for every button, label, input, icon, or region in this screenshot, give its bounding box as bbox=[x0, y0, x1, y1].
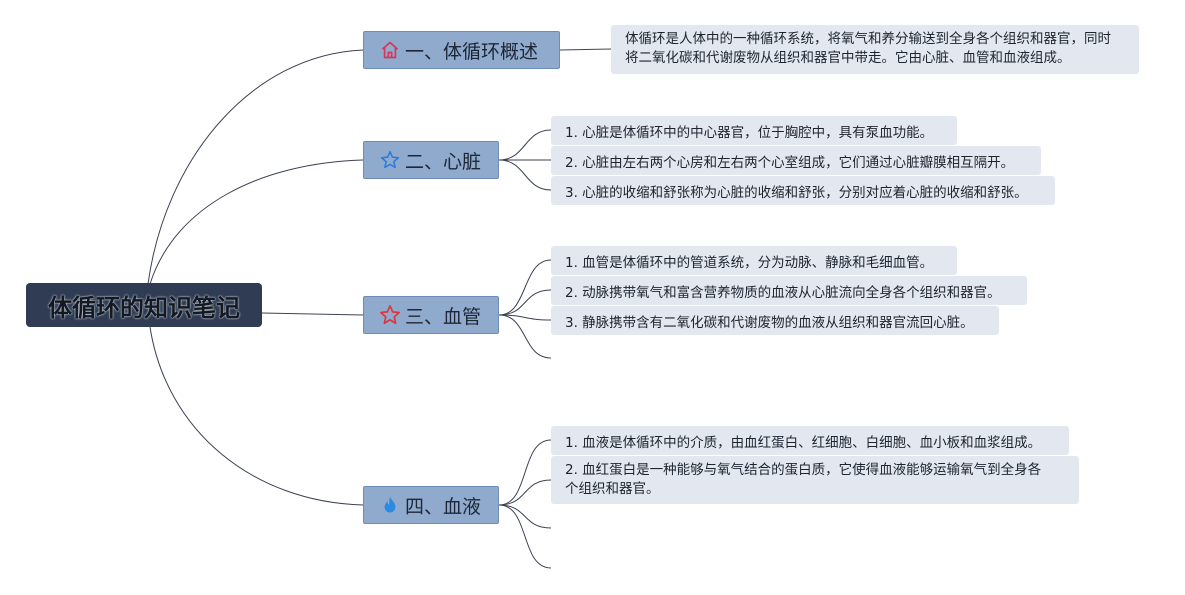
connector-overview-note bbox=[559, 48, 612, 51]
star-icon bbox=[379, 304, 401, 326]
note-heart-3[interactable]: 3. 心脏的收缩和舒张称为心脏的收缩和舒张，分别对应着心脏的收缩和舒张。 bbox=[551, 176, 1055, 205]
note-text: 1. 血管是体循环中的管道系统，分为动脉、静脉和毛细血管。 bbox=[565, 254, 934, 271]
empty-branch-line bbox=[498, 314, 552, 359]
note-text: 1. 心脏是体循环中的中心器官，位于胸腔中，具有泵血功能。 bbox=[565, 124, 934, 141]
branch-topic-label: 四、血液 bbox=[405, 495, 482, 518]
note-blood-1[interactable]: 1. 血液是体循环中的介质，由血红蛋白、红细胞、白细胞、血小板和血浆组成。 bbox=[551, 426, 1069, 455]
branch-topic-label: 一、体循环概述 bbox=[405, 40, 539, 63]
note-overview[interactable]: 体循环是人体中的一种循环系统，将氧气和养分输送到全身各个组织和器官，同时将二氧化… bbox=[611, 25, 1139, 74]
branch-topic-label: 三、血管 bbox=[405, 305, 482, 328]
star-icon bbox=[379, 149, 401, 171]
note-heart-1[interactable]: 1. 心脏是体循环中的中心器官，位于胸腔中，具有泵血功能。 bbox=[551, 116, 957, 145]
root-topic[interactable]: 体循环的知识笔记 bbox=[26, 283, 262, 327]
note-vessels-2[interactable]: 2. 动脉携带氧气和富含营养物质的血液从心脏流向全身各个组织和器官。 bbox=[551, 276, 1027, 305]
connector-blood-note-1 bbox=[498, 439, 552, 506]
note-text: 体循环是人体中的一种循环系统，将氧气和养分输送到全身各个组织和器官，同时将二氧化… bbox=[625, 31, 1111, 66]
connector-heart-note-3 bbox=[498, 159, 552, 191]
empty-branch-line bbox=[498, 504, 552, 569]
branch-topic-overview[interactable]: 一、体循环概述 bbox=[363, 31, 560, 69]
root-topic-title: 体循环的知识笔记 bbox=[48, 293, 240, 322]
house-icon bbox=[379, 39, 401, 61]
connector-root-overview bbox=[147, 49, 364, 285]
note-text: 3. 静脉携带含有二氧化碳和代谢废物的血液从组织和器官流回心脏。 bbox=[565, 314, 974, 331]
note-text: 2. 血红蛋白是一种能够与氧气结合的蛋白质，它使得血液能够运输氧气到全身各个组织… bbox=[565, 462, 1042, 497]
flame-icon bbox=[379, 494, 401, 516]
branch-topic-heart[interactable]: 二、心脏 bbox=[363, 141, 499, 179]
connector-heart-note-1 bbox=[498, 129, 552, 161]
note-vessels-3[interactable]: 3. 静脉携带含有二氧化碳和代谢废物的血液从组织和器官流回心脏。 bbox=[551, 306, 999, 335]
connector-vessels-note-3 bbox=[498, 314, 552, 321]
branch-topic-label: 二、心脏 bbox=[405, 150, 482, 173]
branch-topic-blood[interactable]: 四、血液 bbox=[363, 486, 499, 524]
connector-vessels-note-1 bbox=[498, 259, 552, 316]
connector-vessels-note-2 bbox=[498, 289, 552, 316]
connector-root-blood bbox=[149, 326, 364, 506]
note-blood-2[interactable]: 2. 血红蛋白是一种能够与氧气结合的蛋白质，它使得血液能够运输氧气到全身各个组织… bbox=[551, 456, 1079, 504]
connector-blood-note-2 bbox=[498, 479, 552, 506]
empty-branch-line bbox=[498, 504, 552, 529]
connector-root-vessels bbox=[261, 312, 364, 316]
note-vessels-1[interactable]: 1. 血管是体循环中的管道系统，分为动脉、静脉和毛细血管。 bbox=[551, 246, 957, 275]
note-text: 2. 心脏由左右两个心房和左右两个心室组成，它们通过心脏瓣膜相互隔开。 bbox=[565, 154, 1015, 171]
connector-root-heart bbox=[149, 159, 364, 285]
branch-topic-vessels[interactable]: 三、血管 bbox=[363, 296, 499, 334]
note-heart-2[interactable]: 2. 心脏由左右两个心房和左右两个心室组成，它们通过心脏瓣膜相互隔开。 bbox=[551, 146, 1041, 175]
note-text: 1. 血液是体循环中的介质，由血红蛋白、红细胞、白细胞、血小板和血浆组成。 bbox=[565, 434, 1042, 451]
note-text: 2. 动脉携带氧气和富含营养物质的血液从心脏流向全身各个组织和器官。 bbox=[565, 284, 1001, 301]
note-text: 3. 心脏的收缩和舒张称为心脏的收缩和舒张，分别对应着心脏的收缩和舒张。 bbox=[565, 184, 1028, 201]
